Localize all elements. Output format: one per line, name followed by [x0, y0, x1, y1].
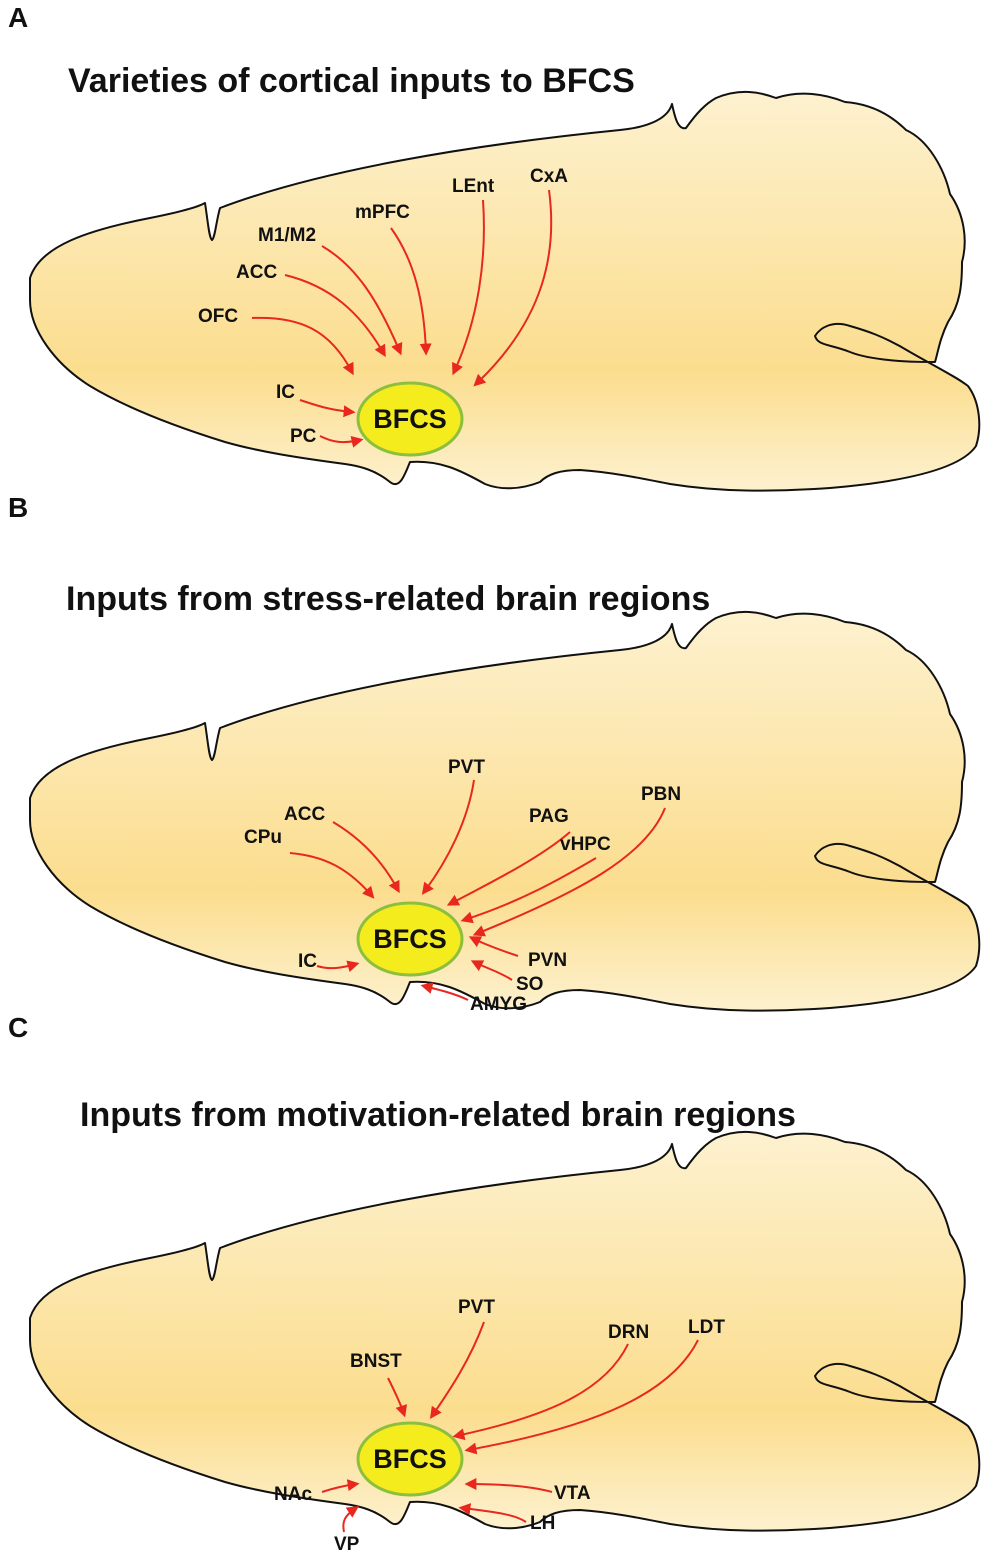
arrow-ldt [464, 1339, 699, 1455]
region-label-nac: NAc [274, 1484, 312, 1505]
bfcs-label: BFCS [373, 1444, 447, 1474]
arrow-pbn [472, 807, 666, 937]
arrow-pc [319, 435, 364, 448]
panel-a: A Varieties of cortical inputs to BFCS B… [0, 0, 1000, 520]
arrow-pvt [429, 1321, 485, 1419]
region-label-ic: IC [298, 951, 317, 972]
bfcs-label: BFCS [373, 404, 447, 434]
panel-c: C Inputs from motivation-related brain r… [0, 1012, 1000, 1560]
arrow-pvt [421, 779, 475, 895]
region-label-vhpc: vHPC [560, 834, 611, 855]
region-label-m1-m2: M1/M2 [258, 225, 316, 246]
region-label-lent: LEnt [452, 176, 495, 197]
arrow-vta [464, 1478, 553, 1493]
region-label-pvn: PVN [528, 950, 567, 971]
region-label-cpu: CPu [244, 827, 282, 848]
arrow-acc [332, 821, 400, 894]
arrow-nac [321, 1479, 360, 1493]
brain-diagram: BFCS OFC ACC M1/M2 mPFC LEnt CxA IC PC [29, 91, 981, 492]
panel-b: B Inputs from stress-related brain regio… [0, 492, 1000, 1040]
arrow-so [470, 960, 513, 981]
arrow-vhpc [460, 857, 597, 924]
region-label-acc: ACC [236, 262, 277, 283]
brain-outline [29, 611, 981, 1012]
arrow-ic [316, 960, 360, 973]
panel-title: Inputs from motivation-related brain reg… [80, 1096, 796, 1134]
arrow-bnst [387, 1377, 408, 1418]
region-label-lh: LH [530, 1513, 555, 1534]
region-label-acc: ACC [284, 804, 325, 825]
arrow-lent [452, 199, 485, 376]
bfcs-label: BFCS [373, 924, 447, 954]
arrow-cxa [473, 189, 553, 387]
arrow-acc [284, 274, 386, 358]
arrow-vp [342, 1506, 359, 1533]
arrow-amyg [420, 982, 469, 1001]
arrow-cpu [289, 852, 375, 899]
arrow-drn [452, 1343, 629, 1441]
region-label-vta: VTA [554, 1483, 591, 1504]
panel-letter: C [8, 1012, 29, 1043]
region-label-cxa: CxA [530, 166, 568, 187]
arrow-pvn [468, 936, 519, 957]
arrow-mpfc [390, 227, 432, 356]
region-label-ic: IC [276, 382, 295, 403]
region-label-bnst: BNST [350, 1351, 402, 1372]
arrow-ofc [251, 316, 354, 376]
region-label-pvt: PVT [448, 757, 485, 778]
panel-letter: B [8, 492, 29, 523]
region-label-vp: VP [334, 1534, 360, 1555]
bfcs-nucleus [356, 381, 464, 457]
region-label-pc: PC [290, 426, 317, 447]
bfcs-nucleus [356, 1421, 464, 1497]
region-label-drn: DRN [608, 1322, 649, 1343]
region-label-pbn: PBN [641, 784, 681, 805]
region-label-mpfc: mPFC [355, 202, 410, 223]
region-label-pag: PAG [529, 806, 569, 827]
region-label-amyg: AMYG [470, 994, 527, 1015]
arrow-m1-m2 [321, 245, 403, 356]
panel-title: Varieties of cortical inputs to BFCS [68, 62, 635, 100]
region-label-pvt: PVT [458, 1297, 495, 1318]
brain-outline [29, 1131, 981, 1532]
panel-title: Inputs from stress-related brain regions [66, 580, 711, 618]
brain-outline [29, 91, 981, 492]
arrow-ic [299, 399, 356, 418]
region-label-ldt: LDT [688, 1317, 725, 1338]
panel-letter: A [8, 2, 29, 33]
region-label-ofc: OFC [198, 306, 238, 327]
bfcs-nucleus [356, 901, 464, 977]
arrow-pag [446, 831, 571, 906]
region-label-so: SO [516, 974, 543, 995]
arrow-lh [458, 1503, 527, 1523]
